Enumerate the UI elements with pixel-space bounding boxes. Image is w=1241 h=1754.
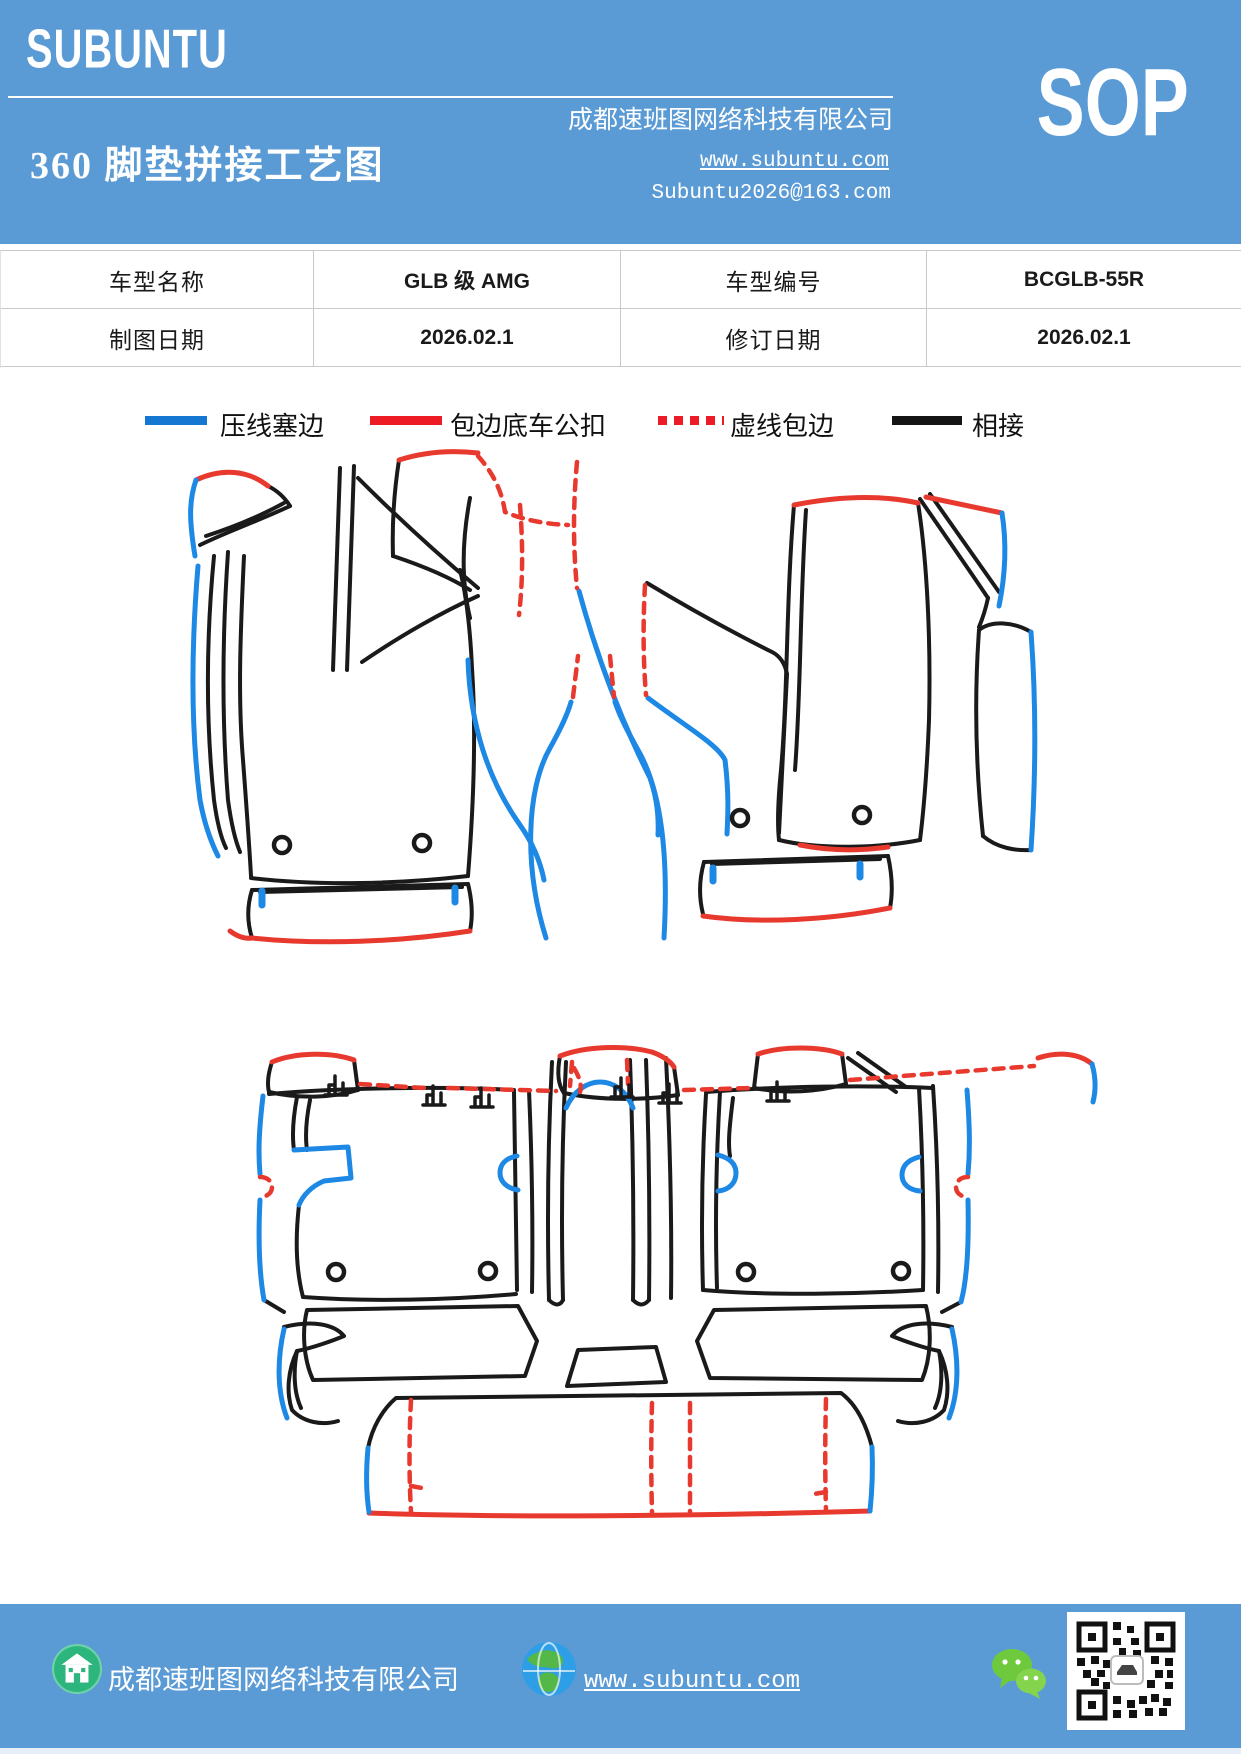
cell-model-code-label: 车型编号 (621, 251, 927, 309)
grommet (729, 807, 751, 829)
grommet (851, 804, 873, 826)
hook-mark (765, 1080, 791, 1103)
grommet (890, 1260, 912, 1282)
front-blue-clip-marks (258, 860, 864, 909)
mat-splicing-diagram (188, 449, 1098, 1519)
hook-mark (323, 1074, 349, 1097)
legend-swatch-blue-solid (145, 416, 207, 425)
grommet (477, 1260, 499, 1282)
cell-model-name-value: GLB 级 AMG (314, 251, 621, 309)
header-website-link[interactable]: www.subuntu.com (699, 150, 889, 173)
front-red-binding-lines (193, 449, 1005, 945)
front-blue-press-lines (188, 477, 1038, 941)
rear-black-join-lines (262, 1051, 963, 1450)
cell-draw-date-value: 2026.02.1 (314, 309, 621, 367)
rear-red-binding-lines (269, 1045, 1095, 1519)
header-email: Subuntu2026@163.com (651, 182, 891, 205)
vehicle-info-table: 车型名称 GLB 级 AMG 车型编号 BCGLB-55R 制图日期 2026.… (0, 250, 1241, 368)
line-legend: 压线塞边 包边底车公扣 虚线包边 相接 (0, 404, 1241, 441)
legend-label-joint: 相接 (972, 412, 1025, 441)
grommet (325, 1261, 347, 1283)
grommet (735, 1261, 757, 1283)
cell-model-name-label: 车型名称 (1, 251, 314, 309)
grommet (411, 832, 433, 854)
cell-revise-date-value: 2026.02.1 (927, 309, 1241, 367)
page-title: 360 脚垫拼接工艺图 (30, 145, 385, 187)
grommet (271, 834, 293, 856)
cell-model-code-value: BCGLB-55R (927, 251, 1241, 309)
header-divider (8, 96, 893, 98)
footer-website-link[interactable]: www.subuntu.com (584, 1668, 801, 1695)
header-company-name: 成都速班图网络科技有限公司 (567, 107, 893, 134)
sop-badge: SOP (1036, 49, 1189, 156)
brand-logo: SUBUNTU (26, 18, 228, 80)
cell-revise-date-label: 修订日期 (621, 309, 927, 367)
front-mats-diagram (188, 449, 1038, 945)
cell-draw-date-label: 制图日期 (1, 309, 314, 367)
legend-swatch-red-solid (370, 416, 442, 425)
footer-company-name: 成都速班图网络科技有限公司 (108, 1665, 459, 1695)
rear-red-dashed-lines (257, 1057, 1037, 1515)
wechat-icon (992, 1649, 1046, 1699)
header-banner: SUBUNTU 成都速班图网络科技有限公司 360 脚垫拼接工艺图 SOP ww… (0, 0, 1241, 244)
legend-label-press-edge: 压线塞边 (220, 412, 325, 441)
company-building-icon (52, 1644, 102, 1694)
legend-swatch-black-solid (892, 416, 962, 425)
rear-mats-diagram (256, 1045, 1098, 1519)
footer-bottom-strip (0, 1748, 1241, 1754)
wechat-qr-code (1067, 1612, 1185, 1730)
front-red-dashed-lines (475, 453, 649, 700)
legend-label-dashed-binding: 虚线包边 (730, 412, 835, 441)
legend-label-binding-buckle: 包边底车公扣 (450, 412, 607, 441)
legend-swatch-red-dashed (658, 416, 724, 425)
globe-icon (522, 1642, 576, 1696)
front-black-join-lines (198, 458, 1033, 940)
rear-blue-press-lines (256, 1061, 1098, 1515)
